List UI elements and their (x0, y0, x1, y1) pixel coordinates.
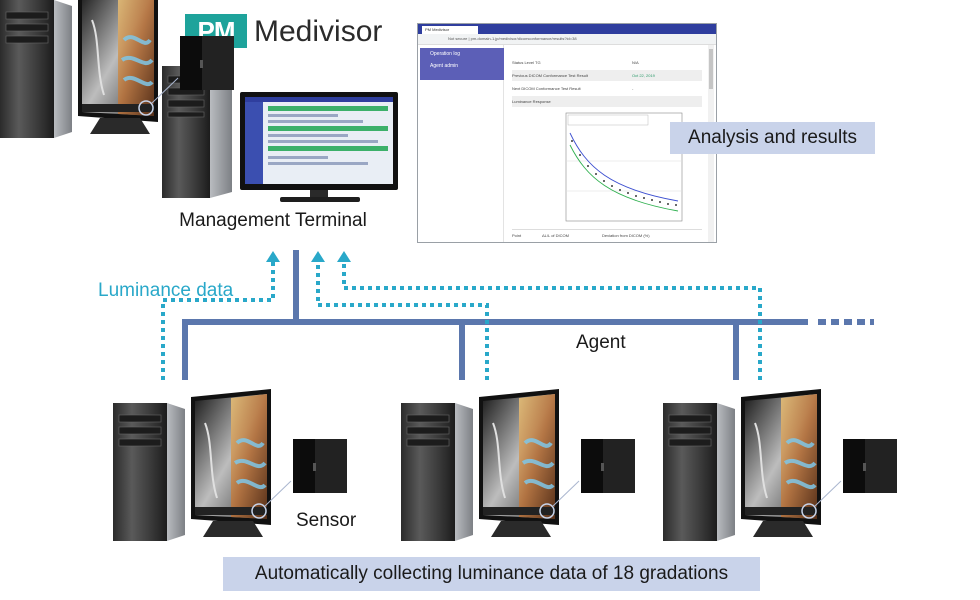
luminance-response-chart (565, 112, 683, 222)
browser-titlebar (418, 24, 716, 34)
up-arrow-icon (266, 251, 351, 262)
collecting-banner: Automatically collecting luminance data … (223, 557, 760, 591)
results-browser-window: PM Medivisor Not secure | pm-domain-1.jp… (417, 23, 717, 243)
management-terminal-label: Management Terminal (179, 210, 367, 231)
luminance-data-label: Luminance data (98, 280, 234, 301)
nav-item-agent-admin: Agent admin (430, 63, 459, 69)
medivisor-logo-text: Medivisor (254, 15, 383, 48)
analysis-results-banner: Analysis and results (670, 122, 875, 154)
nav-item-operation-log: Operation log (430, 51, 461, 57)
browser-nav: Operation log Agent admin (420, 48, 504, 80)
browser-url-bar (418, 34, 716, 45)
workstation-2 (399, 387, 637, 543)
agent-label: Agent (576, 332, 626, 353)
result-row: Luminance Response (512, 96, 702, 107)
browser-tab: PM Medivisor (422, 26, 478, 34)
management-monitor (240, 92, 398, 202)
result-footer-row: Point ΔL/L of DICOM Deviation from DICOM… (512, 229, 702, 241)
browser-url: Not secure | pm-domain-1.jp/medivisor/di… (448, 36, 577, 41)
agent-network (182, 250, 874, 380)
luminance-data-paths (161, 262, 762, 380)
sensor-label: Sensor (296, 510, 357, 531)
workstation-3 (661, 387, 899, 543)
result-row: Next DICOM Conformance Test Result- (512, 86, 634, 91)
workstation (0, 0, 234, 138)
